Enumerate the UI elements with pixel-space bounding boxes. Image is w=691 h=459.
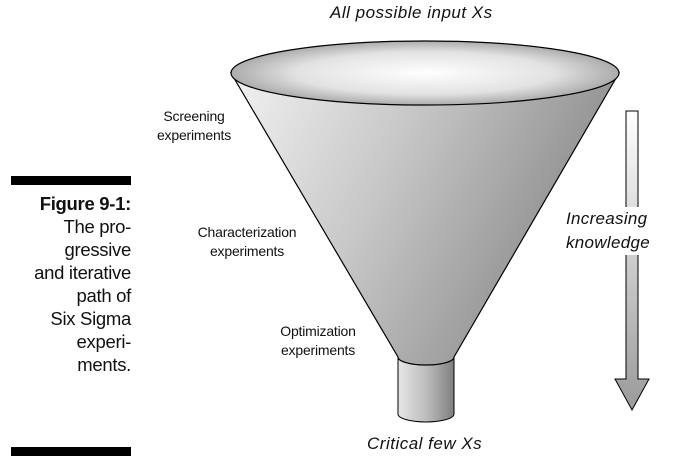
knowledge-label-line: knowledge (566, 233, 650, 252)
knowledge-label-line: Increasing (566, 209, 648, 228)
funnel-top-label: All possible input Xs (330, 3, 493, 22)
figure-caption: Figure 9-1: The pro- gressive and iterat… (0, 192, 131, 376)
caption-line: experi- (76, 331, 132, 352)
caption-line: The pro- (63, 216, 131, 237)
knowledge-arrow-label: Increasing knowledge (566, 207, 650, 255)
stage-label-line: experiments (209, 243, 285, 259)
stage-label-line: Optimization (280, 323, 356, 339)
caption-line: and iterative (34, 262, 131, 283)
figure-number: Figure 9-1: (39, 193, 132, 214)
knowledge-arrow (614, 110, 650, 412)
caption-line: path of (76, 285, 132, 306)
stage-label-characterization: Characterization experiments (180, 223, 314, 261)
stage-label-line: Screening (163, 108, 225, 124)
funnel-bottom-label: Critical few Xs (367, 434, 483, 453)
stage-label-line: experiments (156, 127, 232, 143)
stage-label-screening: Screening experiments (142, 107, 246, 145)
caption-line: ments. (77, 354, 131, 375)
caption-line: gressive (64, 239, 132, 260)
caption-rule-top (11, 176, 131, 185)
funnel-rim (230, 40, 620, 106)
stage-label-optimization: Optimization experiments (266, 322, 370, 360)
caption-line: Six Sigma (50, 308, 131, 329)
caption-rule-bottom (11, 447, 131, 456)
stage-label-line: Characterization (197, 224, 297, 240)
stage-label-line: experiments (280, 342, 356, 358)
funnel-cone (229, 72, 621, 366)
